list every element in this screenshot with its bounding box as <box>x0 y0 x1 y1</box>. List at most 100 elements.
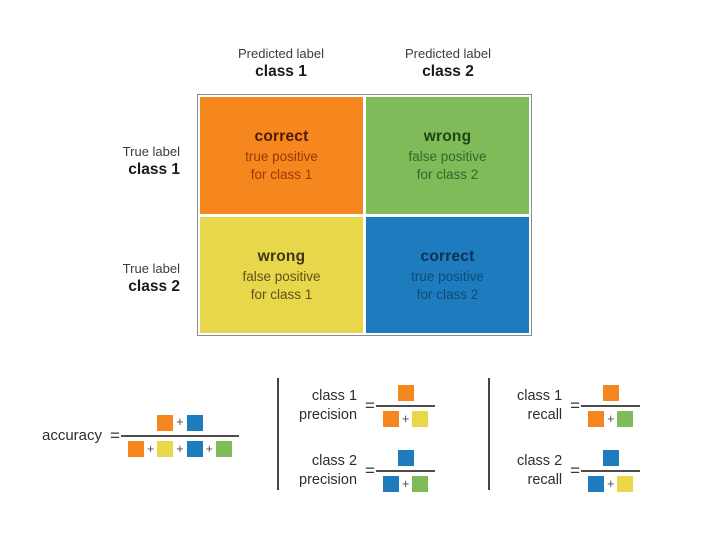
plus-sign: + <box>146 441 155 456</box>
class2-precision-formula: class 2 precision = + <box>299 449 436 493</box>
fraction-bar <box>375 470 436 472</box>
class1-precision-denominator: + <box>382 411 429 428</box>
class1-precision-fraction: + <box>375 384 436 428</box>
green-square <box>412 476 429 492</box>
class2-recall-label: class 2 recall <box>517 452 562 490</box>
green-square <box>215 441 232 457</box>
blue-square <box>397 449 414 466</box>
class1-recall-numerator <box>602 384 619 401</box>
yellow-square <box>617 476 634 492</box>
formula-label-line2: precision <box>299 406 358 423</box>
predicted-label-text: Predicted label <box>405 46 491 61</box>
orange-square <box>127 441 144 457</box>
formula-label-line1: class 1 <box>311 387 358 404</box>
equals-sign: = <box>365 395 375 415</box>
cell-true-class1-pred-class1: correct true positive for class 1 <box>200 97 363 214</box>
fraction-bar <box>581 405 641 407</box>
blue-square <box>382 476 399 492</box>
cell-verdict: wrong <box>257 247 306 265</box>
plus-sign: + <box>607 476 615 491</box>
equals-sign: = <box>570 460 581 480</box>
class2-recall-denominator: + <box>588 476 634 493</box>
orange-square <box>157 414 174 431</box>
cell-verdict: wrong <box>423 128 472 146</box>
formula-label-line1: class 2 <box>517 452 563 469</box>
class1-column-label: class 1 <box>255 63 307 81</box>
orange-square <box>588 411 605 427</box>
class1-recall-formula: class 1 recall = + <box>517 384 641 428</box>
true-label-text: True label <box>122 261 180 276</box>
section-divider <box>488 378 490 490</box>
confusion-matrix: correct true positive for class 1 wrong … <box>197 94 532 336</box>
equals-sign: = <box>570 395 581 415</box>
true-label-class2-header: True label class 2 <box>38 261 180 298</box>
cell-description: for class 1 <box>250 286 313 302</box>
cell-description: for class 2 <box>416 167 479 183</box>
class1-precision-numerator <box>397 384 414 401</box>
section-divider <box>277 378 279 490</box>
predicted-label-class2-header: Predicted label class 2 <box>364 46 532 83</box>
accuracy-formula: accuracy = + + + + <box>42 414 239 458</box>
class2-row-label: class 2 <box>128 278 180 296</box>
yellow-square <box>157 441 174 457</box>
predicted-label-class1-header: Predicted label class 1 <box>197 46 365 83</box>
fraction-bar <box>581 470 641 472</box>
cell-description: for class 2 <box>416 286 479 302</box>
formula-label-line1: class 1 <box>517 387 563 404</box>
plus-sign: + <box>401 411 410 426</box>
class2-precision-fraction: + <box>375 449 436 493</box>
accuracy-fraction: + + + + <box>120 414 239 458</box>
blue-square <box>588 476 605 492</box>
cell-description: true positive <box>411 268 484 284</box>
plus-sign: + <box>176 415 184 430</box>
orange-square <box>397 384 414 401</box>
class1-recall-label: class 1 recall <box>517 387 562 425</box>
formula-label-line2: recall <box>527 406 563 423</box>
formula-label-line2: recall <box>527 471 563 488</box>
blue-square <box>186 414 203 431</box>
class2-precision-denominator: + <box>382 476 429 493</box>
accuracy-denominator: + + + <box>127 441 232 458</box>
orange-square <box>602 384 619 401</box>
predicted-label-text: Predicted label <box>238 46 324 61</box>
equals-sign: = <box>110 425 120 445</box>
cell-description: false positive <box>408 149 487 165</box>
true-label-class1-header: True label class 1 <box>38 144 180 181</box>
fraction-bar <box>375 405 436 407</box>
cell-description: false positive <box>242 268 321 284</box>
class1-row-label: class 1 <box>128 161 180 179</box>
plus-sign: + <box>205 441 213 456</box>
cell-verdict: correct <box>254 128 309 146</box>
class1-precision-formula: class 1 precision = + <box>299 384 436 428</box>
blue-square <box>186 441 203 457</box>
equals-sign: = <box>365 460 375 480</box>
cell-verdict: correct <box>420 247 475 265</box>
class1-recall-denominator: + <box>588 411 634 428</box>
class2-recall-numerator <box>602 449 619 466</box>
plus-sign: + <box>176 441 184 456</box>
fraction-bar <box>120 435 239 437</box>
class2-precision-label: class 2 precision <box>299 452 357 490</box>
accuracy-numerator: + <box>157 414 203 431</box>
cell-true-class2-pred-class2: correct true positive for class 2 <box>366 216 529 333</box>
cell-description: for class 1 <box>250 167 313 183</box>
accuracy-label: accuracy <box>42 427 103 444</box>
plus-sign: + <box>401 476 410 491</box>
yellow-square <box>412 411 429 427</box>
blue-square <box>602 449 619 466</box>
plus-sign: + <box>607 411 615 426</box>
cell-true-class2-pred-class1: wrong false positive for class 1 <box>200 216 363 333</box>
class2-precision-numerator <box>397 449 414 466</box>
cell-true-class1-pred-class2: wrong false positive for class 2 <box>366 97 529 214</box>
class2-recall-formula: class 2 recall = + <box>517 449 641 493</box>
formula-label-line1: class 2 <box>311 452 358 469</box>
class1-recall-fraction: + <box>581 384 641 428</box>
class1-precision-label: class 1 precision <box>299 387 357 425</box>
true-label-text: True label <box>122 144 180 159</box>
cell-description: true positive <box>245 149 318 165</box>
green-square <box>617 411 634 427</box>
class2-recall-fraction: + <box>581 449 641 493</box>
orange-square <box>382 411 399 427</box>
formula-label-line2: precision <box>299 471 358 488</box>
